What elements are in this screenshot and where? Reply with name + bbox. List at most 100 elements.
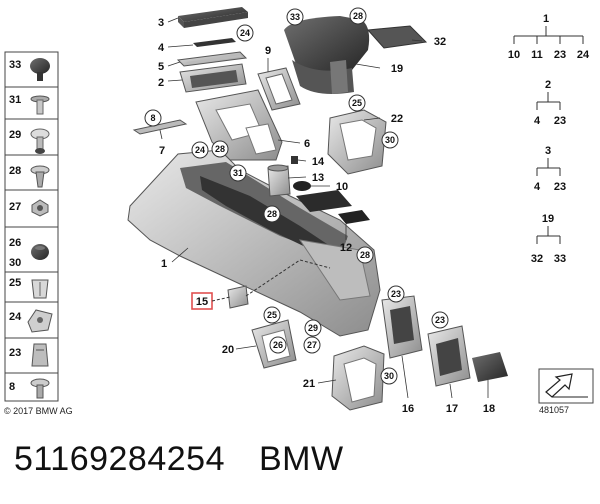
structure-trees: [513, 26, 584, 244]
fastener-column: 33 31 29 28 27 26 30 25 24 23 8: [4, 51, 59, 402]
orientation-arrow-icon: [538, 368, 594, 404]
tree-4-child: 32: [531, 253, 543, 265]
fastener-label-26: 26: [9, 237, 21, 249]
part-trim-16: [381, 295, 423, 359]
fastener-24-icon: [27, 309, 53, 333]
callout-32: 32: [434, 36, 446, 48]
callout-22: 22: [391, 113, 403, 125]
circled-callout: 33: [286, 8, 304, 26]
fastener-8-icon: [30, 378, 50, 399]
tree-3-child: 4: [534, 181, 541, 193]
part-lid-3: [178, 7, 248, 28]
brand-name: BMW: [258, 440, 344, 478]
fastener-label-28: 28: [9, 165, 21, 177]
fastener-label-29: 29: [9, 129, 21, 141]
circled-callout: 28: [349, 7, 367, 25]
tree-1-child: 23: [554, 49, 566, 61]
part-knob-14: [291, 156, 298, 164]
part-trim-17: [427, 325, 471, 387]
svg-text:24: 24: [195, 145, 205, 155]
circled-callout: 26: [269, 336, 287, 354]
svg-text:28: 28: [267, 209, 277, 219]
fastener-29-icon: [30, 128, 50, 154]
svg-text:30: 30: [384, 371, 394, 381]
fastener-label-23: 23: [9, 347, 21, 359]
callout-9: 9: [265, 45, 271, 57]
svg-text:23: 23: [391, 289, 401, 299]
part-frame-5: [176, 51, 248, 67]
part-insert-18: [472, 352, 508, 382]
svg-text:23: 23: [435, 315, 445, 325]
leader-lines: [159, 17, 489, 399]
part-disc-10: [293, 181, 311, 191]
tree-2-child: 4: [534, 115, 541, 127]
tree-4-child: 33: [554, 253, 566, 265]
callout-2: 2: [158, 77, 164, 89]
callout-13: 13: [312, 172, 324, 184]
svg-text:27: 27: [307, 340, 317, 350]
svg-text:25: 25: [352, 98, 362, 108]
part-mat-12: [296, 190, 370, 224]
diagram-reference-number: 481057: [539, 405, 570, 415]
callout-1: 1: [161, 258, 167, 270]
callout-19: 19: [391, 63, 403, 75]
circled-callout: 23: [387, 285, 405, 303]
circled-callout: 28: [263, 205, 281, 223]
part-tray-2: [179, 63, 247, 93]
part-mat-4: [193, 38, 236, 47]
svg-text:33: 33: [290, 12, 300, 22]
part-bracket-22: [327, 109, 387, 175]
circled-callout: 24: [236, 24, 254, 42]
tree-1-child: 24: [577, 49, 590, 61]
fastener-31-icon: [30, 95, 50, 115]
svg-text:31: 31: [233, 168, 243, 178]
part-caption: 51169284254 BMW: [14, 440, 344, 479]
svg-text:28: 28: [353, 11, 363, 21]
circled-callout: 28: [356, 246, 374, 264]
fastener-26-icon: [31, 244, 49, 260]
tree-2-root: 2: [545, 79, 551, 91]
part-bezel-9: [257, 67, 301, 111]
part-bracket-21: [331, 345, 385, 411]
callout-18: 18: [483, 403, 495, 415]
part-number: 51169284254: [14, 440, 225, 478]
fastener-label-30: 30: [9, 257, 21, 269]
fastener-23-icon: [31, 343, 49, 367]
part-armrest-19: [284, 16, 370, 94]
part-clip-15: [227, 285, 249, 309]
tree-1-child: 11: [531, 49, 543, 61]
callout-7: 7: [159, 145, 165, 157]
svg-text:28: 28: [215, 144, 225, 154]
callout-6: 6: [304, 138, 310, 150]
callout-14: 14: [312, 156, 325, 168]
circled-callout: 27: [303, 336, 321, 354]
callout-12: 12: [340, 242, 352, 254]
callout-16: 16: [402, 403, 414, 415]
fastener-label-31: 31: [9, 94, 21, 106]
tree-3-root: 3: [545, 145, 551, 157]
circled-callout: 25: [348, 94, 366, 112]
callout-4: 4: [158, 42, 165, 54]
callout-3: 3: [158, 17, 164, 29]
part-bracket-7: [132, 119, 188, 135]
circled-callout: 23: [431, 311, 449, 329]
part-mat-32: [366, 25, 428, 49]
copyright-notice: © 2017 BMW AG: [4, 406, 73, 416]
circled-callout: 31: [229, 164, 247, 182]
callout-5: 5: [158, 61, 164, 73]
fastener-label-25: 25: [9, 277, 21, 289]
fastener-27-icon: [31, 199, 49, 217]
circled-callout: 24: [191, 141, 209, 159]
callout-20: 20: [222, 344, 234, 356]
fastener-25-icon: [31, 279, 49, 299]
circled-callout: 30: [380, 367, 398, 385]
circled-callout: 28: [211, 140, 229, 158]
callout-17: 17: [446, 403, 458, 415]
circled-callout: 8: [144, 109, 162, 127]
parts-diagram: 33 31 29 28 27 26 30 25 24 23 8: [4, 7, 594, 415]
fastener-28-icon: [30, 165, 50, 188]
svg-text:29: 29: [308, 323, 318, 333]
svg-text:30: 30: [385, 135, 395, 145]
callout-10: 10: [336, 181, 348, 193]
circled-callouts: 24 33 28 25 8 30 24 28 31 28 28 23 23 25…: [144, 7, 449, 385]
